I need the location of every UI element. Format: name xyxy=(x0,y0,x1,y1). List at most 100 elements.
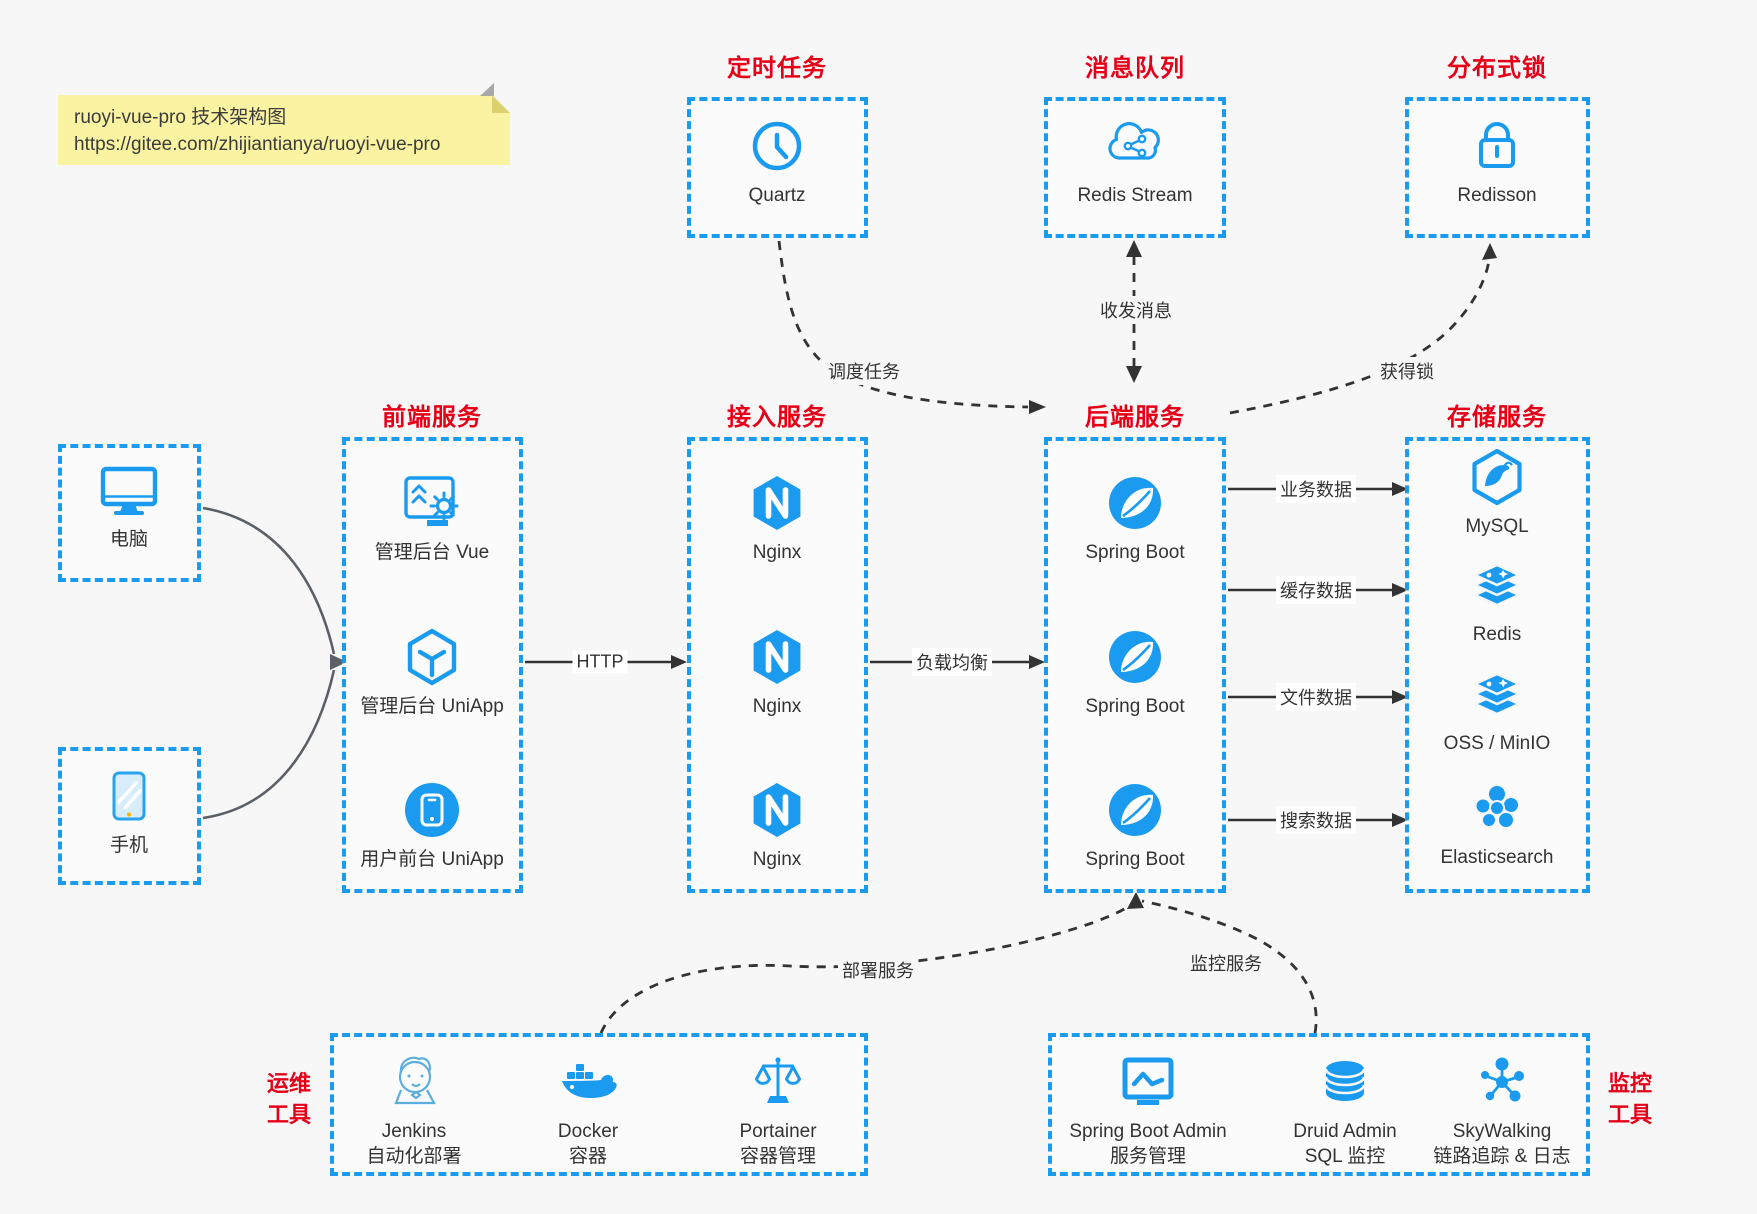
side-label-ops: 运维 工具 xyxy=(267,1068,311,1130)
node-pc: 电脑 xyxy=(24,458,234,551)
node-nginx-2: Nginx xyxy=(672,625,882,718)
node-label: 手机 xyxy=(109,835,148,856)
edge-label-file-data: 文件数据 xyxy=(1276,683,1356,711)
node-label: Spring Boot xyxy=(1085,849,1185,870)
jenkins-icon xyxy=(382,1050,446,1114)
node-label: Spring Boot xyxy=(1085,696,1185,717)
edge-label-cache-data: 缓存数据 xyxy=(1276,576,1356,604)
edge-label-schedule-task: 调度任务 xyxy=(824,357,904,385)
monitor-chart-icon xyxy=(1116,1050,1180,1114)
box-client-phone xyxy=(58,747,201,885)
elasticsearch-icon xyxy=(1465,776,1529,840)
node-label: Redis Stream xyxy=(1077,185,1193,206)
node-label: Portainer xyxy=(739,1121,817,1142)
edge-label-search-data: 搜索数据 xyxy=(1276,806,1356,834)
group-title-gateway: 接入服务 xyxy=(727,404,827,431)
uniapp-cube-icon xyxy=(400,625,464,689)
node-label: Elasticsearch xyxy=(1440,847,1554,868)
sticky-note-fold xyxy=(480,83,494,96)
computer-icon xyxy=(97,458,161,522)
node-elasticsearch: Elasticsearch xyxy=(1392,776,1602,869)
node-label: Druid Admin xyxy=(1293,1121,1397,1142)
box-storage xyxy=(1405,437,1590,893)
node-springboot-2: Spring Boot xyxy=(1030,625,1240,718)
node-springboot-3: Spring Boot xyxy=(1030,778,1240,871)
node-sublabel: 容器 xyxy=(568,1146,607,1167)
docker-icon xyxy=(556,1050,620,1114)
node-label: 用户前台 UniApp xyxy=(360,849,504,870)
node-sublabel: 容器管理 xyxy=(739,1146,816,1167)
layer-stack-icon xyxy=(1465,553,1529,617)
node-label: Quartz xyxy=(748,185,806,206)
dashed-arrowheads xyxy=(1029,240,1497,909)
edge-label-load-balance: 负载均衡 xyxy=(912,648,992,676)
client-connectors xyxy=(202,506,336,820)
spring-leaf-icon xyxy=(1103,471,1167,535)
node-label: Spring Boot Admin xyxy=(1069,1121,1227,1142)
node-label: Jenkins xyxy=(381,1121,447,1142)
nginx-icon xyxy=(745,778,809,842)
node-admin-uniapp: 管理后台 UniApp xyxy=(327,625,537,718)
skywalking-icon xyxy=(1470,1050,1534,1114)
edge-label-send-receive-message: 收发消息 xyxy=(1096,296,1176,324)
node-springboot-1: Spring Boot xyxy=(1030,471,1240,564)
box-message-queue xyxy=(1044,97,1226,238)
node-label: OSS / MinIO xyxy=(1443,733,1551,754)
group-title-message-queue: 消息队列 xyxy=(1085,55,1185,82)
side-label-monitor: 监控 工具 xyxy=(1608,1068,1652,1130)
node-redisson: Redisson xyxy=(1392,114,1602,207)
group-title-scheduled-task: 定时任务 xyxy=(727,55,827,82)
lock-icon xyxy=(1465,114,1529,178)
cloud-share-icon xyxy=(1103,114,1167,178)
node-label: Nginx xyxy=(752,696,802,717)
clock-icon xyxy=(745,114,809,178)
note-url: https://gitee.com/zhijiantianya/ruoyi-vu… xyxy=(74,134,441,155)
node-quartz: Quartz xyxy=(672,114,882,207)
node-redis: Redis xyxy=(1392,553,1602,646)
client-arrowhead xyxy=(330,654,347,670)
group-title-frontend: 前端服务 xyxy=(382,404,482,431)
edge-label-monitor-service: 监控服务 xyxy=(1186,949,1266,977)
nginx-icon xyxy=(745,625,809,689)
database-icon xyxy=(1313,1050,1377,1114)
side-label-line: 运维 xyxy=(266,1071,312,1096)
edge-label-http: HTTP xyxy=(572,650,628,674)
group-title-distributed-lock: 分布式锁 xyxy=(1447,55,1547,82)
node-admin-vue: 管理后台 Vue xyxy=(327,471,537,564)
node-label: MySQL xyxy=(1465,516,1529,537)
node-sublabel: 链路追踪 & 日志 xyxy=(1433,1146,1571,1167)
admin-vue-icon xyxy=(400,471,464,535)
side-label-line: 工具 xyxy=(266,1102,312,1127)
node-docker: Docker 容器 xyxy=(483,1050,693,1168)
node-sublabel: 自动化部署 xyxy=(366,1146,462,1167)
portainer-icon xyxy=(746,1050,810,1114)
node-skywalking: SkyWalking 链路追踪 & 日志 xyxy=(1397,1050,1607,1168)
group-title-storage: 存储服务 xyxy=(1447,404,1547,431)
spring-leaf-icon xyxy=(1103,778,1167,842)
node-phone: 手机 xyxy=(24,764,234,857)
spring-leaf-icon xyxy=(1103,625,1167,689)
node-druid-admin: Druid Admin SQL 监控 xyxy=(1240,1050,1450,1168)
node-label: Redisson xyxy=(1457,185,1537,206)
node-label: Docker xyxy=(557,1121,619,1142)
phone-icon xyxy=(97,764,161,828)
node-sublabel: 服务管理 xyxy=(1109,1146,1186,1167)
node-oss-minio: OSS / MinIO xyxy=(1392,662,1602,755)
note-title: ruoyi-vue-pro 技术架构图 xyxy=(74,107,287,128)
group-title-backend: 后端服务 xyxy=(1085,404,1185,431)
node-redis-stream: Redis Stream xyxy=(1030,114,1240,207)
edge-label-acquire-lock: 获得锁 xyxy=(1376,357,1438,385)
node-nginx-3: Nginx xyxy=(672,778,882,871)
node-label: Spring Boot xyxy=(1085,542,1185,563)
node-label: Nginx xyxy=(752,542,802,563)
node-mysql: MySQL xyxy=(1392,445,1602,538)
node-jenkins: Jenkins 自动化部署 xyxy=(309,1050,519,1168)
sticky-note: ruoyi-vue-pro 技术架构图 https://gitee.com/zh… xyxy=(58,83,510,165)
edge-label-deploy-service: 部署服务 xyxy=(838,956,918,984)
node-label: SkyWalking xyxy=(1452,1121,1552,1142)
nginx-icon xyxy=(745,471,809,535)
mysql-icon xyxy=(1465,445,1529,509)
node-nginx-1: Nginx xyxy=(672,471,882,564)
user-app-icon xyxy=(400,778,464,842)
